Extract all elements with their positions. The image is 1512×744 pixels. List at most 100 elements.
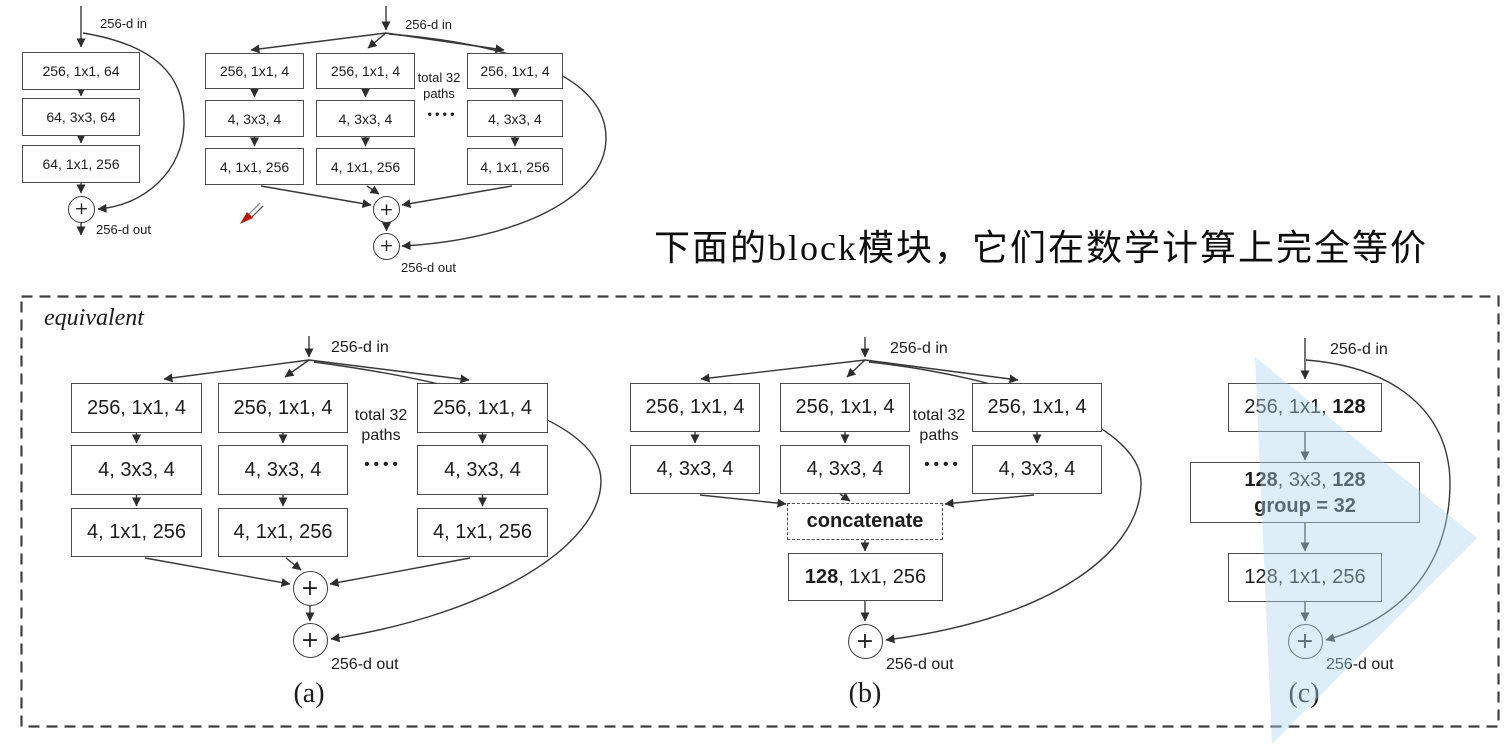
block-a-total-paths-line2: paths [361,427,401,444]
resnext-small-sum-node-1: + [373,196,400,223]
block-b-path32-conv1-box: 256, 1x1, 4 [972,383,1102,432]
resnet-conv3-box: 64, 1x1, 256 [22,145,140,183]
split-arrow [864,359,1019,384]
resnext-small-path2-conv2-box: 4, 3x3, 4 [316,100,415,137]
block-a-path32-conv1-box: 256, 1x1, 4 [417,383,548,433]
split-arrow [846,359,866,378]
merge-arrow [401,185,513,208]
block-b-sublabel: (b) [848,678,882,709]
block-b-input-label: 256-d in [890,340,948,357]
skip-connection-curve [1305,359,1451,643]
caption-text: 下面的block模块，它们在数学计算上完全等价 [654,228,1428,268]
block-c-group-size-line: group = 32 [1254,494,1356,517]
block-c-conv2-bold2: 128 [1332,468,1366,491]
merge-arrow [260,185,372,208]
resnext-small-input-label: 256-d in [405,17,452,32]
block-a-path1-conv3-box: 4, 1x1, 256 [71,508,202,557]
merge-arrow [329,557,471,587]
block-b-total-paths-line2: paths [919,427,959,444]
block-c-grouped-conv-text: 128, 3x3, 128 group = 32 [1244,467,1365,519]
block-b-fuse-conv-text: 128, 1x1, 256 [805,566,926,589]
block-c-sublabel: (c) [1288,678,1320,709]
resnext-small-path2-conv3-box: 4, 1x1, 256 [316,148,415,185]
block-b-path2-conv1-box: 256, 1x1, 4 [780,383,910,432]
split-arrow [284,359,310,378]
resnext-small-path1-conv1-box: 256, 1x1, 4 [205,53,304,89]
block-b-total-paths-line1: total 32 [912,407,966,424]
resnext-small-path1-conv3-box: 4, 1x1, 256 [205,148,304,185]
split-arrow [163,359,310,383]
block-c-grouped-conv-line1: 128, 3x3, 128 [1244,467,1365,493]
resnext-small-path2-conv1-box: 256, 1x1, 4 [316,53,415,89]
block-a-path2-conv1-box: 256, 1x1, 4 [218,383,348,433]
resnet-output-label: 256-d out [96,222,151,237]
split-arrow [308,359,470,384]
block-b-concatenate-box: concatenate [787,503,943,540]
block-c-conv1-pre: 256, 1x1, [1244,396,1333,418]
block-b-path32-conv2-box: 4, 3x3, 4 [972,445,1102,494]
merge-arrow [839,492,851,502]
block-a-sum-node-1: + [292,570,328,606]
block-c-lines [1300,338,1451,643]
block-a-path1-conv2-box: 4, 3x3, 4 [71,445,202,495]
block-c-sum-node: + [1287,623,1323,659]
resnet-block-lines [76,6,185,236]
split-arrow [367,32,387,49]
block-c-conv1-bold: 128 [1332,396,1366,418]
resnext-small-ellipsis-dots: • • • • [427,107,455,121]
block-a-ellipsis-dots: • • • • [364,456,398,473]
block-b-fuse-conv-box: 128, 1x1, 256 [788,553,943,601]
block-a-path2-conv3-box: 4, 1x1, 256 [218,508,348,557]
resnet-input-label: 256-d in [100,16,147,31]
block-b-path1-conv1-box: 256, 1x1, 4 [630,383,760,432]
block-a-sublabel: (a) [293,678,325,709]
resnet-conv2-box: 64, 3x3, 64 [22,98,140,136]
resnext-small-path1-conv2-box: 4, 3x3, 4 [205,100,304,137]
block-b-sum-node: + [847,623,883,659]
block-c-conv1-box: 256, 1x1, 128 [1228,383,1382,432]
skip-connection-curve [82,32,185,213]
block-b-ellipsis-dots: • • • • [924,456,958,473]
block-a-path1-conv1-box: 256, 1x1, 4 [71,383,202,433]
block-a-path2-conv2-box: 4, 3x3, 4 [218,445,348,495]
merge-arrow [699,494,787,508]
resnext-small-path32-conv3-box: 4, 1x1, 256 [467,148,563,185]
resnext-small-path32-conv1-box: 256, 1x1, 4 [467,53,563,89]
red-pen-cursor-icon [240,202,264,224]
block-c-conv2-bold1: 128 [1244,468,1278,491]
block-a-path32-conv3-box: 4, 1x1, 256 [417,508,548,557]
resnext-small-path32-conv2-box: 4, 3x3, 4 [467,100,563,137]
resnext-small-output-label: 256-d out [401,260,456,275]
block-b-output-label: 256-d out [886,656,954,673]
merge-arrow [366,185,380,195]
block-a-sum-node-2: + [292,622,328,658]
merge-arrow [144,557,291,587]
resnext-small-sum-node-2: + [373,232,400,260]
split-arrow [700,359,866,383]
merge-arrow [944,494,1035,508]
block-a-output-label: 256-d out [331,656,399,673]
block-c-conv1-text: 256, 1x1, 128 [1244,396,1365,419]
block-b-fuse-bold: 128 [804,565,839,588]
block-c-conv2-mid: , 3x3, [1277,468,1333,491]
block-a-total-paths-line1: total 32 [354,407,408,424]
block-b-path2-conv2-box: 4, 3x3, 4 [780,445,910,494]
equivalent-label: equivalent [44,305,144,331]
equivalence-panel-border [20,295,1500,728]
block-c-conv3-box: 128, 1x1, 256 [1228,553,1382,602]
skip-connection-curve [388,33,607,251]
split-arrow [250,32,387,54]
resnet-conv1-box: 256, 1x1, 64 [22,52,140,90]
block-c-output-label: 256-d out [1326,656,1394,673]
merge-arrow [285,557,302,571]
block-c-grouped-conv-box: 128, 3x3, 128 group = 32 [1190,462,1420,523]
resnext-small-total-paths-line1: total 32 [417,70,461,85]
resnet-sum-node: + [68,195,95,223]
resnext-small-lines [250,6,607,251]
block-b-path1-conv2-box: 4, 3x3, 4 [630,445,760,494]
block-a-path32-conv2-box: 4, 3x3, 4 [417,445,548,495]
block-b-fuse-rest: , 1x1, 256 [838,565,927,588]
block-c-input-label: 256-d in [1330,341,1388,358]
resnext-small-total-paths-line2: paths [423,86,455,101]
